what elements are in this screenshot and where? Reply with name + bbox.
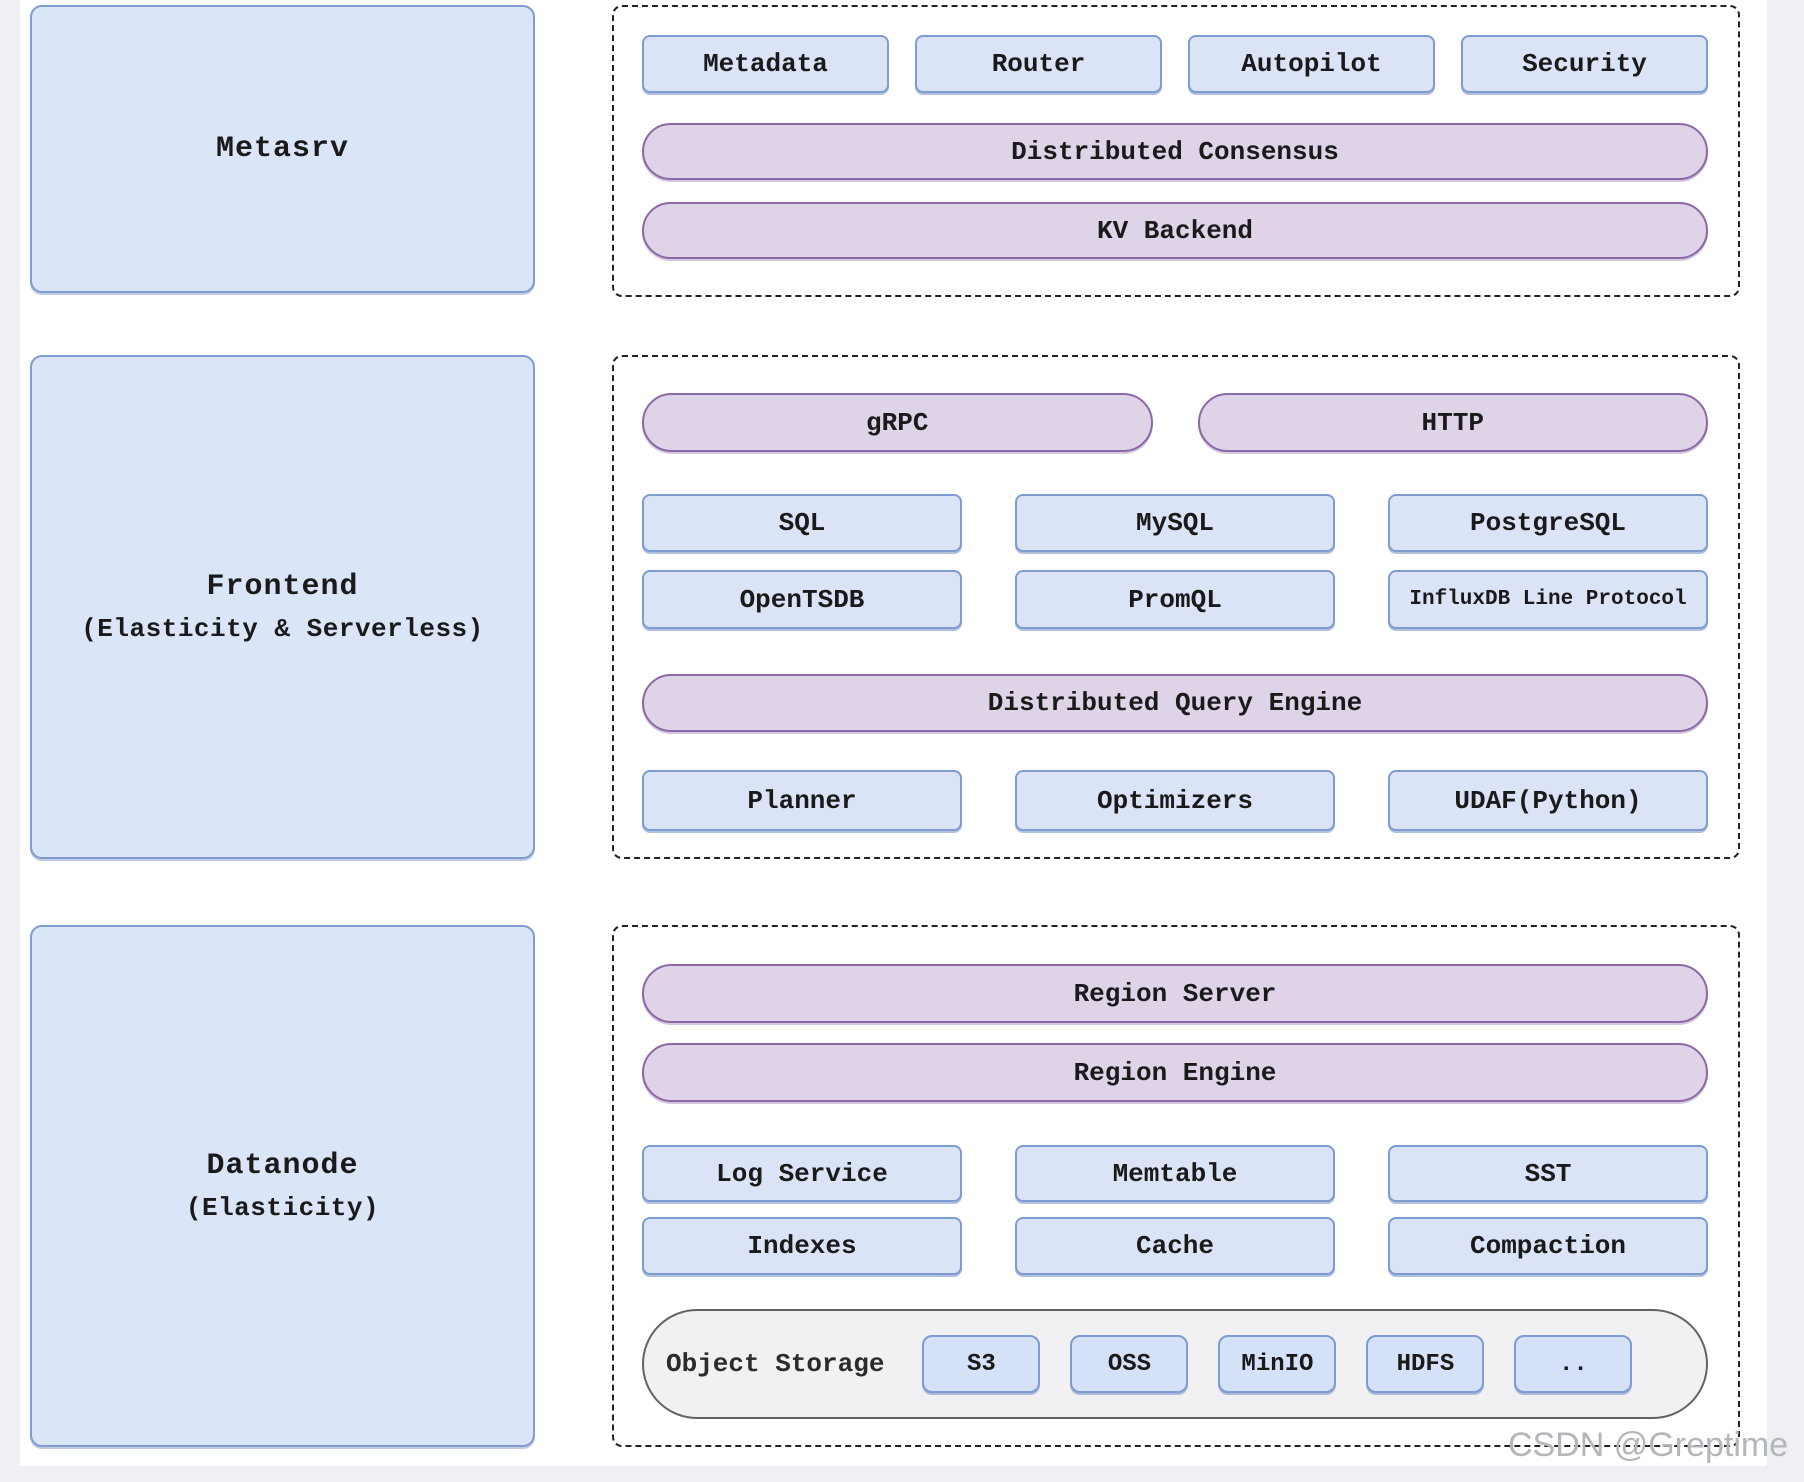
component-box-opentsdb: OpenTSDB bbox=[642, 570, 962, 629]
datanode-components-container: Region Server Region Engine Log Service … bbox=[612, 925, 1740, 1447]
pill-distributed-query-engine: Distributed Query Engine bbox=[642, 674, 1708, 732]
frontend-box: Frontend (Elasticity & Serverless) bbox=[30, 355, 535, 859]
component-box-cache: Cache bbox=[1015, 1217, 1335, 1275]
storage-box-s3: S3 bbox=[922, 1335, 1041, 1393]
watermark: CSDN @Greptime bbox=[1508, 1426, 1789, 1464]
component-box-indexes: Indexes bbox=[642, 1217, 962, 1275]
datanode-title: Datanode bbox=[206, 1149, 359, 1183]
pill-distributed-consensus: Distributed Consensus bbox=[642, 123, 1708, 180]
component-box-postgresql: PostgreSQL bbox=[1388, 494, 1708, 552]
object-storage-backends: S3 OSS MinIO HDFS .. bbox=[922, 1335, 1633, 1393]
component-box-influxdb-line-protocol: InfluxDB Line Protocol bbox=[1388, 570, 1708, 629]
component-box-autopilot: Autopilot bbox=[1188, 35, 1435, 93]
frontend-protocols-row: OpenTSDB PromQL InfluxDB Line Protocol bbox=[642, 570, 1708, 629]
component-box-udaf-python: UDAF(Python) bbox=[1388, 770, 1708, 831]
datanode-storage-row1: Log Service Memtable SST bbox=[642, 1145, 1708, 1202]
pill-kv-backend: KV Backend bbox=[642, 202, 1708, 259]
component-box-planner: Planner bbox=[642, 770, 962, 831]
pill-region-server: Region Server bbox=[642, 964, 1708, 1023]
component-box-sst: SST bbox=[1388, 1145, 1708, 1202]
metasrv-components-container: Metadata Router Autopilot Security Distr… bbox=[612, 5, 1740, 297]
component-box-security: Security bbox=[1461, 35, 1708, 93]
datanode-storage-row2: Indexes Cache Compaction bbox=[642, 1217, 1708, 1275]
storage-box-minio: MinIO bbox=[1218, 1335, 1337, 1393]
component-box-log-service: Log Service bbox=[642, 1145, 962, 1202]
metasrv-components-row: Metadata Router Autopilot Security bbox=[642, 35, 1708, 93]
datanode-subtitle: (Elasticity) bbox=[185, 1193, 380, 1223]
storage-box-oss: OSS bbox=[1070, 1335, 1189, 1393]
storage-box-more: .. bbox=[1514, 1335, 1633, 1393]
datanode-box: Datanode (Elasticity) bbox=[30, 925, 535, 1447]
frontend-components-inner: gRPC HTTP SQL MySQL PostgreSQL OpenTSDB … bbox=[642, 357, 1708, 857]
object-storage-container: Object Storage S3 OSS MinIO HDFS .. bbox=[642, 1309, 1708, 1419]
datanode-components-inner: Region Server Region Engine Log Service … bbox=[642, 927, 1708, 1445]
frontend-protocol-pills-row: gRPC HTTP bbox=[642, 393, 1708, 452]
component-box-router: Router bbox=[915, 35, 1162, 93]
component-box-optimizers: Optimizers bbox=[1015, 770, 1335, 831]
pill-grpc: gRPC bbox=[642, 393, 1153, 452]
metasrv-title: Metasrv bbox=[215, 132, 350, 166]
frontend-engine-components-row: Planner Optimizers UDAF(Python) bbox=[642, 770, 1708, 831]
frontend-subtitle: (Elasticity & Serverless) bbox=[81, 614, 484, 644]
component-box-metadata: Metadata bbox=[642, 35, 889, 93]
component-box-memtable: Memtable bbox=[1015, 1145, 1335, 1202]
component-box-compaction: Compaction bbox=[1388, 1217, 1708, 1275]
frontend-components-container: gRPC HTTP SQL MySQL PostgreSQL OpenTSDB … bbox=[612, 355, 1740, 859]
component-box-promql: PromQL bbox=[1015, 570, 1335, 629]
component-box-mysql: MySQL bbox=[1015, 494, 1335, 552]
metasrv-components-inner: Metadata Router Autopilot Security Distr… bbox=[642, 7, 1708, 295]
pill-http: HTTP bbox=[1197, 393, 1708, 452]
frontend-query-languages-row: SQL MySQL PostgreSQL bbox=[642, 494, 1708, 552]
storage-box-hdfs: HDFS bbox=[1366, 1335, 1485, 1393]
metasrv-box: Metasrv bbox=[30, 5, 535, 293]
frontend-title: Frontend bbox=[206, 570, 359, 604]
component-box-sql: SQL bbox=[642, 494, 962, 552]
pill-region-engine: Region Engine bbox=[642, 1043, 1708, 1102]
object-storage-label: Object Storage bbox=[666, 1349, 885, 1379]
